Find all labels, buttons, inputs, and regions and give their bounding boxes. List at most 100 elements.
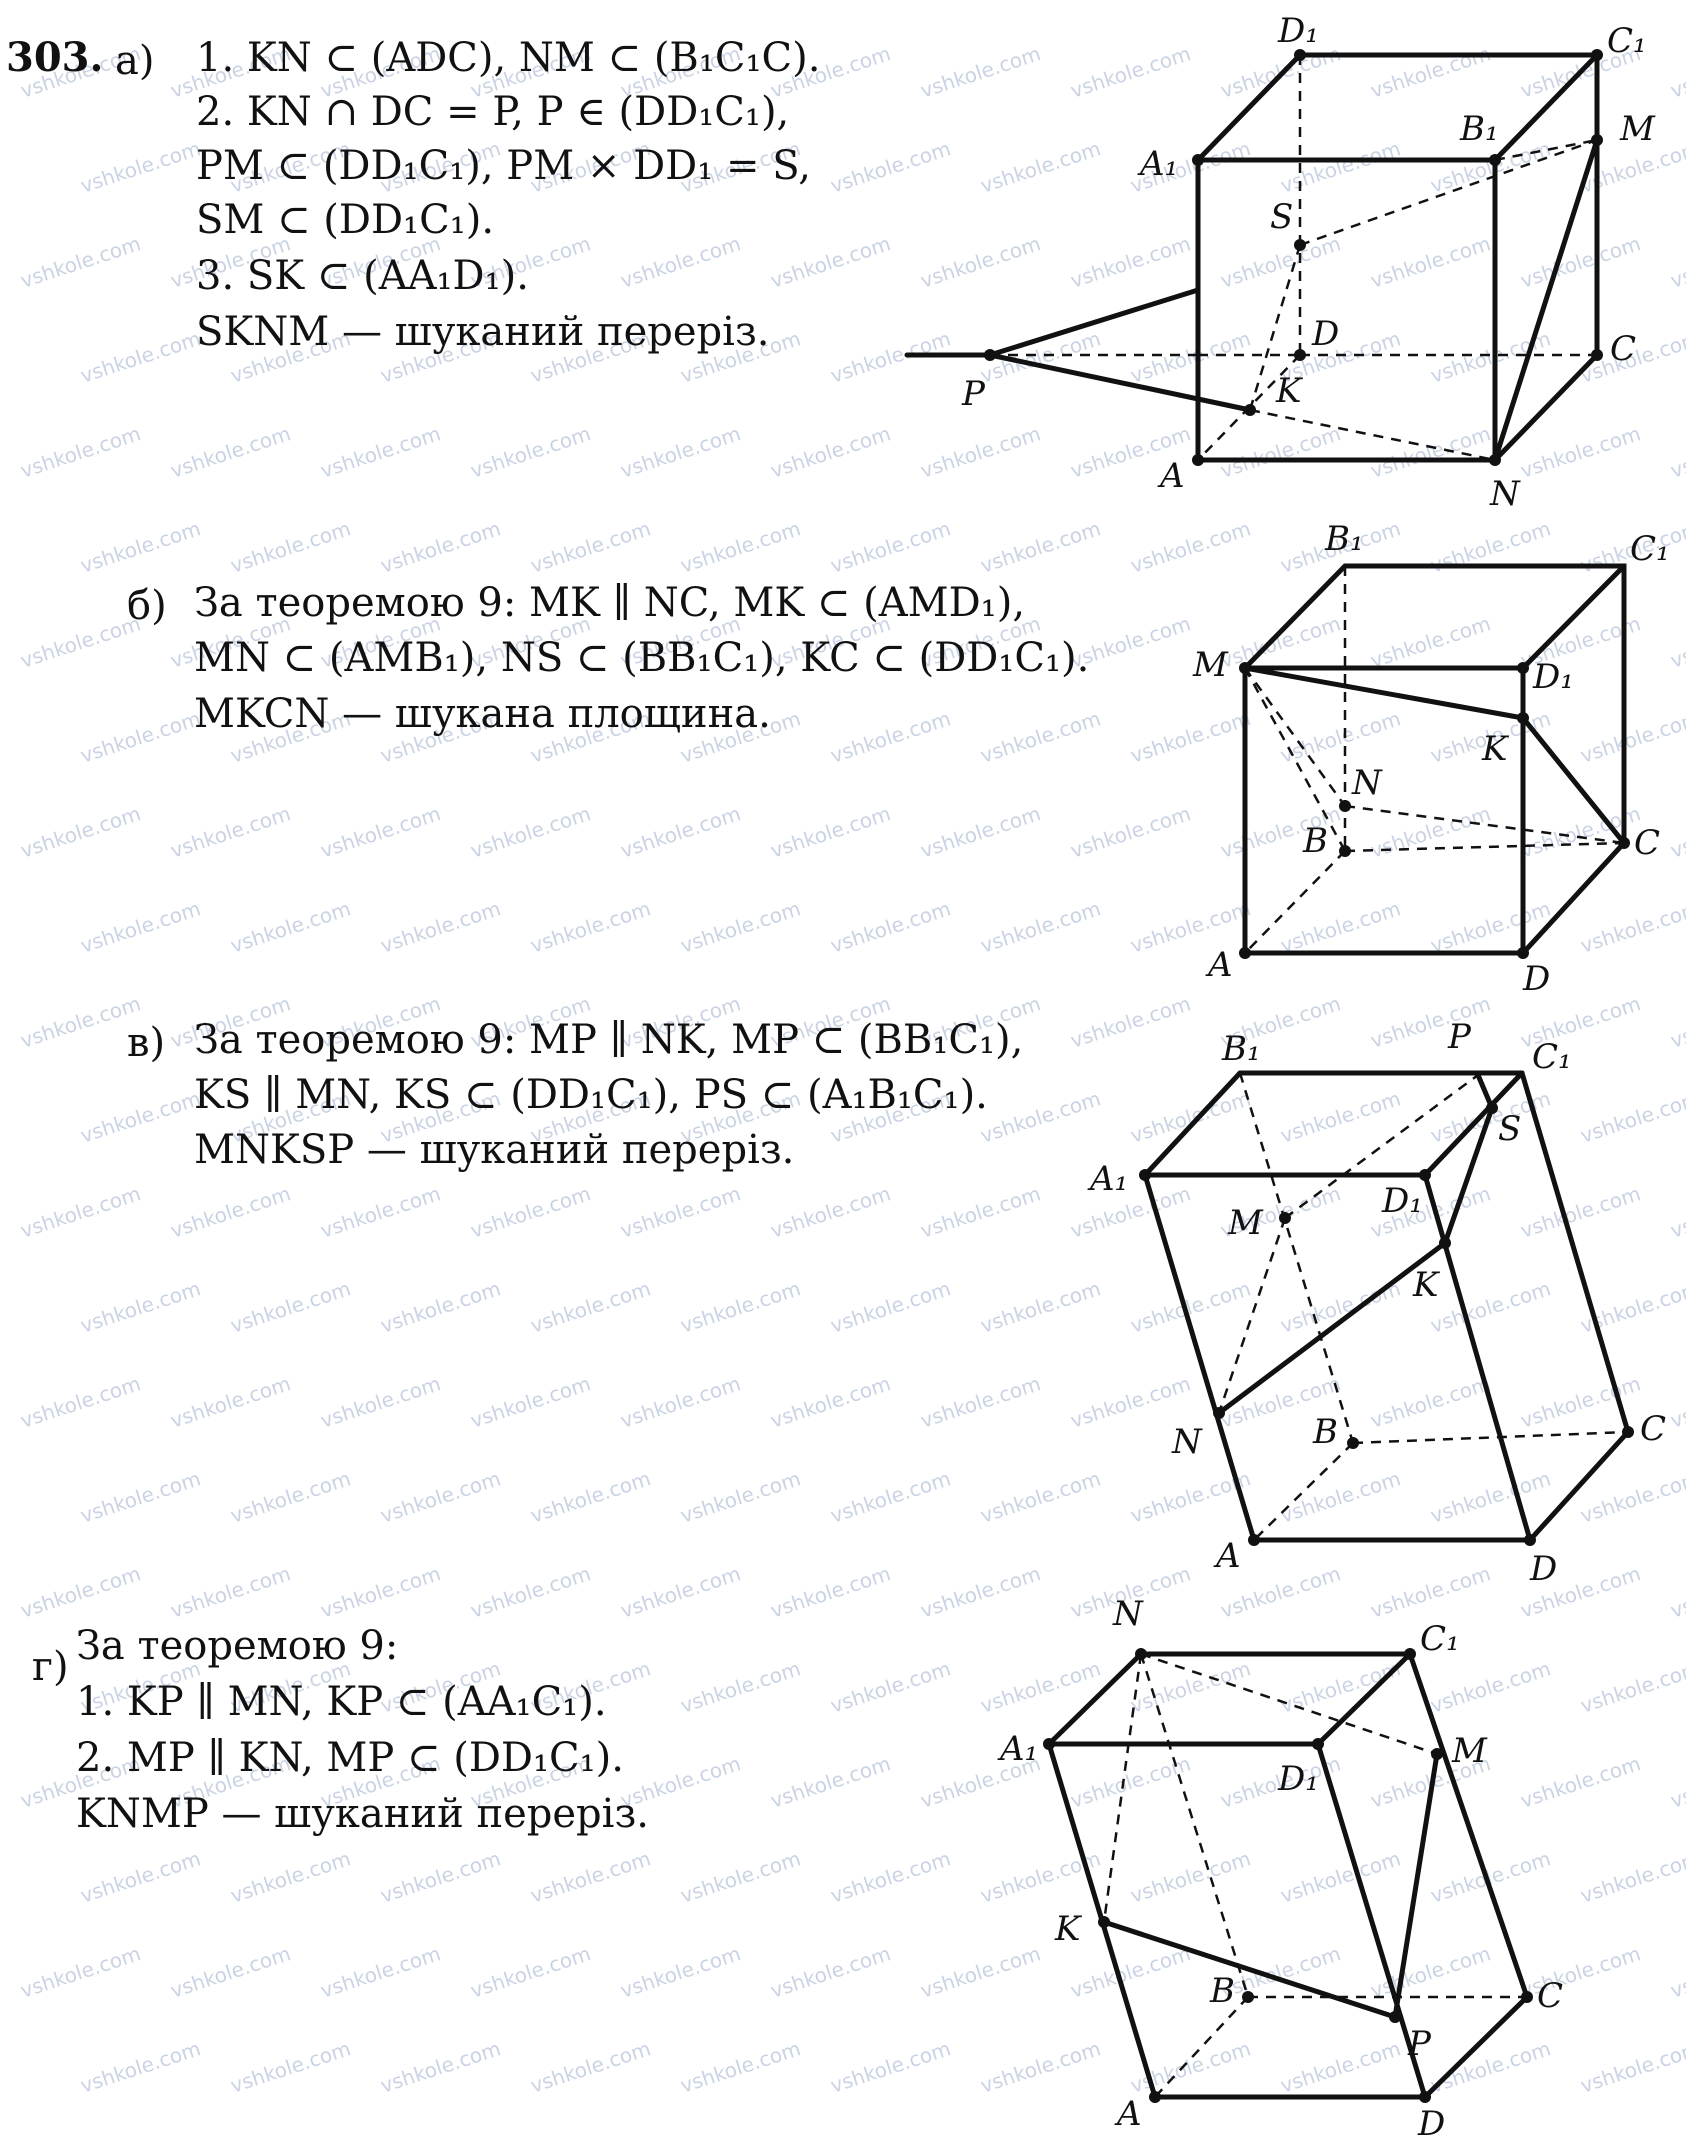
part-d-line-3: 2. MP ∥ KN, MP ⊂ (DD₁C₁). [76,1735,624,1781]
edge-kn [1249,408,1496,462]
part-a-line-2: 2. KN ∩ DC = P, P ∈ (DD₁C₁), [196,89,790,135]
edge-mk [1242,665,1526,721]
part-d-line-2: 1. KP ∥ MN, KP ⊂ (AA₁C₁). [76,1679,607,1725]
edge-pm [1392,1751,1440,2020]
point-m [1431,1748,1443,1760]
edge-cc1 [1519,1070,1631,1435]
label-p: P [961,374,986,414]
label-n: N [1171,1422,1203,1462]
line-ps [987,287,1201,358]
point-c [1622,1426,1634,1438]
edge-dd1 [1315,1741,1428,2100]
point-a1 [1043,1738,1055,1750]
label-b: B [1302,821,1328,861]
edge-bb1 [1139,1653,1250,1998]
label-n: N [1112,1594,1144,1634]
label-d: D [1311,314,1339,354]
point-p [1389,2011,1401,2023]
point-k [1439,1237,1451,1249]
edge-b1c1 [1492,52,1600,163]
edge-cc1 [1407,1651,1530,2000]
point-c [1618,837,1630,849]
point-s [1486,1102,1498,1114]
part-b-line-1: За теоремою 9: MK ∥ NC, MK ⊂ (AMD₁), [194,580,1026,626]
edge-bc [1352,1430,1629,1445]
edge-a1n [1046,1651,1144,1747]
edge-ab [1253,1442,1354,1541]
point-b1 [1489,154,1501,166]
edge-dc [1422,1994,1530,2100]
edge-d1c1 [1422,1070,1525,1178]
edge-aa1 [1142,1172,1257,1543]
point-k [1244,404,1256,416]
problem-number: 303. [6,34,104,81]
point-d [1419,2091,1431,2103]
edge-dc [1527,1429,1631,1543]
label-c1: C₁ [1607,21,1647,61]
figure-b: B₁ C₁ M D₁ K N B C A D [1192,519,1670,999]
point-d1 [1419,1169,1431,1181]
point-a1 [1139,1169,1151,1181]
edge-ab [1154,1996,1249,2098]
edge-d1c1 [1520,563,1627,671]
label-d1: D₁ [1532,657,1574,697]
label-p: P [1407,2024,1432,2064]
point-n [1489,454,1501,466]
part-a-line-6: SKNM — шуканий переріз. [196,309,770,355]
label-a1: A₁ [1087,1159,1128,1199]
point-n [1339,800,1351,812]
label-m: M [1192,645,1229,685]
label-d: D [1529,1549,1557,1589]
label-m: M [1451,1731,1488,1771]
part-c-marker: в) [127,1020,166,1066]
point-s [1294,239,1306,251]
point-n [1135,1648,1147,1660]
label-s: S [1498,1109,1521,1149]
label-c: C [1537,1976,1563,2016]
figure-a: D₁ C₁ A₁ B₁ M S D C K P A N [904,11,1656,514]
point-d [1517,947,1529,959]
label-b1: B₁ [1221,1029,1261,1069]
point-d1 [1517,662,1529,674]
label-d: D [1417,2104,1445,2144]
part-a-line-5: 3. SK ⊂ (AA₁D₁). [196,253,529,299]
edge-a1b1 [1142,1070,1243,1178]
label-d: D [1522,959,1550,999]
label-m: M [1227,1203,1264,1243]
edge-ab [1244,850,1346,954]
point-b [1347,1437,1359,1449]
point-m [1239,662,1251,674]
label-a1: A₁ [1137,144,1178,184]
label-d1: D₁ [1277,1759,1319,1799]
label-n: N [1489,474,1521,514]
edge-d1c1 [1315,1651,1413,1747]
label-p: P [1447,1017,1472,1057]
point-m [1279,1212,1291,1224]
part-b-marker: б) [127,583,167,629]
label-c1: C₁ [1532,1037,1572,1077]
part-b-line-3: MKCN — шукана площина. [194,691,771,737]
edge-ks [1442,1105,1495,1246]
label-k: K [1481,729,1510,769]
part-a-line-3: PM ⊂ (DD₁C₁), PM × DD₁ = S, [196,143,811,189]
point-d [1524,1534,1536,1546]
part-d-line-4: KNMP — шуканий переріз. [76,1791,649,1837]
point-c [1521,1991,1533,2003]
part-a-line-4: SM ⊂ (DD₁C₁). [196,197,495,243]
part-d-line-1: За теоремою 9: [76,1623,399,1669]
label-a: A [1213,1536,1241,1576]
edge-nc [1344,804,1625,845]
label-s: S [1270,197,1293,237]
point-c1 [1591,49,1603,61]
part-c-line-3: MNKSP — шуканий переріз. [194,1127,795,1173]
edge-kc [1520,715,1627,846]
figure-c: B₁ P C₁ S A₁ M D₁ K N B C A D [1087,1017,1666,1589]
edge-nk [1102,1653,1143,1923]
point-k [1098,1916,1110,1928]
label-b1: B₁ [1459,109,1499,149]
label-m: M [1619,109,1656,149]
edge-kp [1101,1919,1398,2020]
part-a-line-1: 1. KN ⊂ (ADC), NM ⊂ (B₁C₁C). [196,35,821,81]
label-d1: D₁ [1277,11,1319,51]
